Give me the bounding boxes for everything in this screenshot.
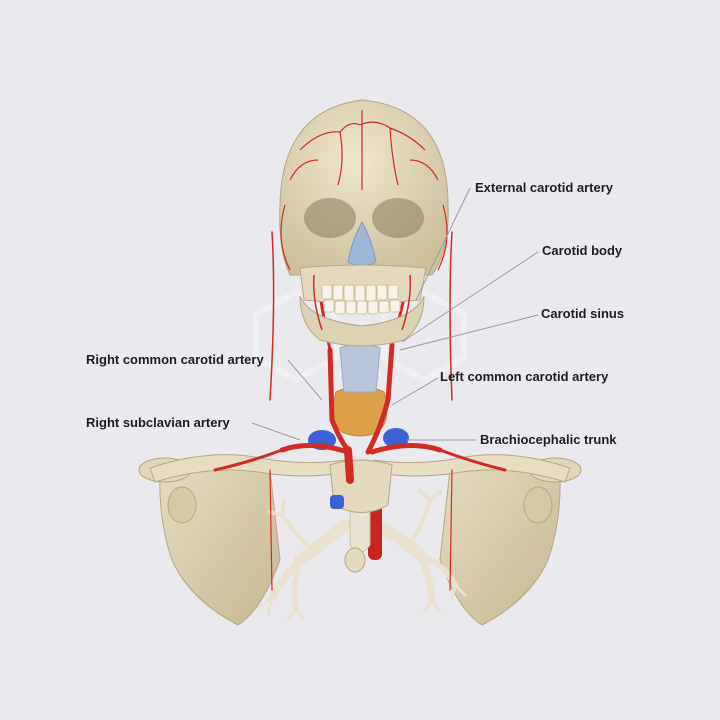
leader-lines [251, 187, 539, 441]
bronchial-tree [256, 488, 467, 622]
mandible [299, 295, 425, 347]
label-carotid-body: Carotid body [542, 243, 623, 258]
label-right-common-carotid-artery: Right common carotid artery [86, 352, 264, 367]
facial-arteries [312, 274, 412, 331]
teeth [321, 284, 401, 315]
larynx [339, 343, 381, 393]
right-scapula [159, 461, 281, 626]
label-brachiocephalic-trunk: Brachiocephalic trunk [480, 432, 617, 447]
label-right-subclavian-artery: Right subclavian artery [86, 415, 230, 430]
right-orbit [304, 198, 356, 238]
left-scapula [439, 461, 561, 626]
label-left-common-carotid-artery: Left common carotid artery [440, 369, 609, 384]
descending-aorta [368, 500, 382, 560]
label-carotid-sinus: Carotid sinus [541, 306, 625, 321]
vertebra [344, 547, 366, 573]
left-orbit [372, 198, 424, 238]
cranial-arteries [280, 110, 448, 271]
label-external-carotid-artery: External carotid artery [475, 180, 614, 195]
